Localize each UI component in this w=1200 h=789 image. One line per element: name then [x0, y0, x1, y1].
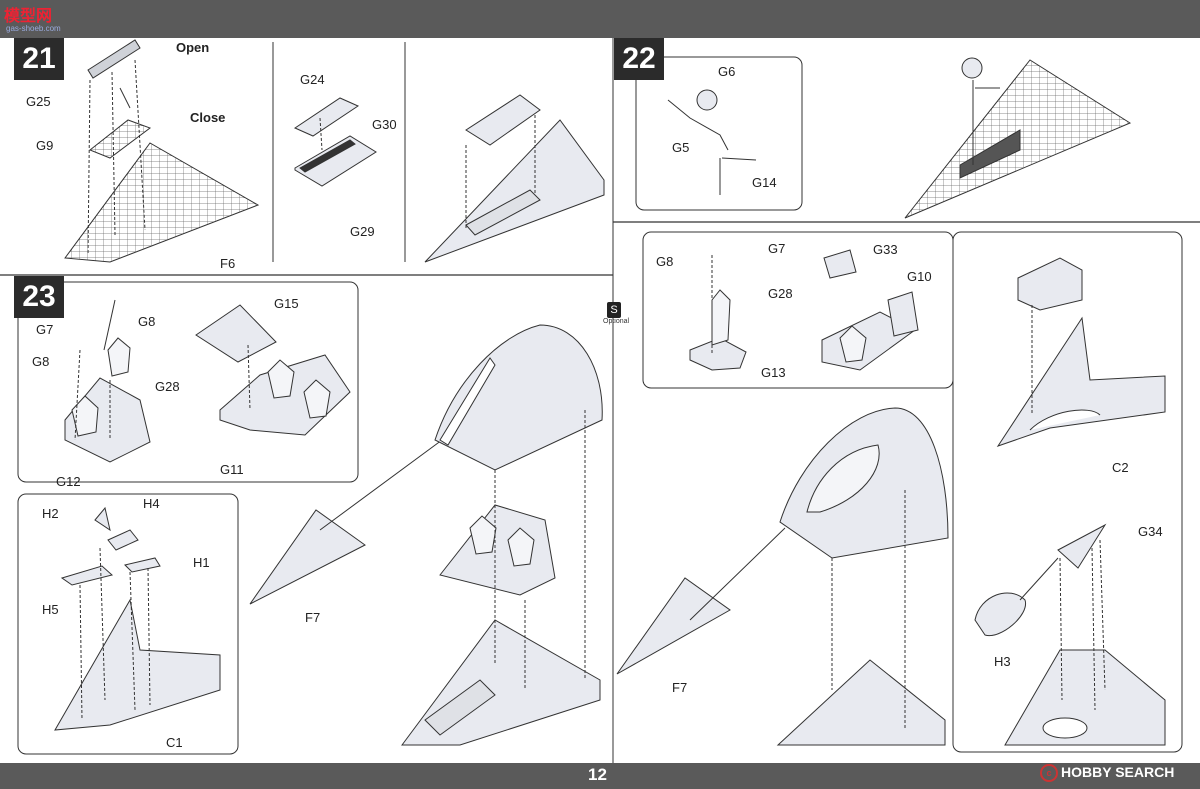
- watermark-logo: 模型网: [4, 8, 53, 25]
- label-g33: G33: [873, 242, 898, 257]
- label-g9: G9: [36, 138, 54, 153]
- step-23-number: 23: [14, 276, 64, 318]
- label-g25: G25: [26, 94, 51, 109]
- label-f6: F6: [220, 256, 236, 271]
- page-number: 12: [588, 765, 607, 784]
- label-g28-23: G28: [155, 379, 180, 394]
- label-h3: H3: [994, 654, 1011, 669]
- label-g29: G29: [350, 224, 375, 239]
- label-c2: C2: [1112, 460, 1129, 475]
- copyright-icon: c: [1040, 764, 1058, 783]
- step-21-number: 21: [14, 38, 64, 80]
- bottom-bar: [0, 763, 1200, 789]
- label-close: Close: [190, 110, 226, 125]
- label-g8b-23: G8: [32, 354, 50, 369]
- label-open: Open: [176, 40, 210, 55]
- label-g34: G34: [1138, 524, 1163, 539]
- label-h2: H2: [42, 506, 59, 521]
- optional-icon: S: [607, 302, 621, 318]
- label-g7-22: G7: [768, 241, 786, 256]
- label-g7-23: G7: [36, 322, 54, 337]
- label-h4: H4: [143, 496, 160, 511]
- label-g8-22: G8: [656, 254, 674, 269]
- label-h5: H5: [42, 602, 59, 617]
- label-f7-22: F7: [672, 680, 688, 695]
- label-g8a-23: G8: [138, 314, 156, 329]
- optional-label: Optional: [603, 318, 630, 325]
- label-g28-22: G28: [768, 286, 793, 301]
- label-g13: G13: [761, 365, 786, 380]
- optional-badge: S Optional: [603, 300, 630, 325]
- step-22-number: 22: [614, 38, 664, 80]
- hobby-search-text: HOBBY SEARCH: [1061, 764, 1175, 780]
- label-g5: G5: [672, 140, 690, 155]
- label-h1: H1: [193, 555, 210, 570]
- top-bar: [0, 0, 1200, 38]
- label-g14: G14: [752, 175, 777, 190]
- label-f7-23: F7: [305, 610, 321, 625]
- label-c1: C1: [166, 735, 183, 750]
- label-g11: G11: [220, 462, 244, 477]
- label-g6: G6: [718, 64, 736, 79]
- label-g15: G15: [274, 296, 299, 311]
- label-g24: G24: [300, 72, 325, 87]
- label-g12: G12: [56, 474, 81, 489]
- label-g10: G10: [907, 269, 932, 284]
- watermark-url: gas-shoeb.com: [6, 24, 61, 33]
- label-g30: G30: [372, 117, 397, 132]
